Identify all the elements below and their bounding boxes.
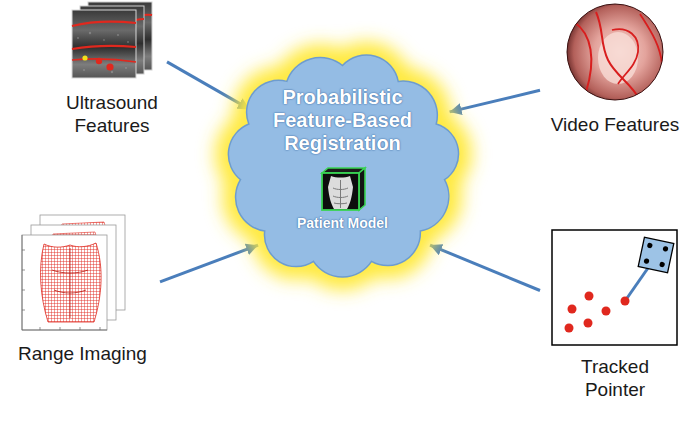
ultrasound-source: Ultrasound Features bbox=[57, 0, 167, 138]
video-source: Video Features bbox=[540, 4, 690, 137]
arrow-connector bbox=[450, 90, 540, 112]
pointer-source: Tracked Pointer bbox=[540, 228, 690, 402]
arrow-connector bbox=[430, 245, 540, 290]
node-label: Range Imaging bbox=[5, 343, 160, 366]
endoscope-video-image bbox=[567, 4, 663, 100]
cloud-title: Probabilistic Feature-Based Registration bbox=[253, 86, 433, 155]
cloud-outline bbox=[215, 38, 470, 293]
registration-cloud: Probabilistic Feature-Based Registration… bbox=[215, 38, 470, 293]
patient-model: Patient Model bbox=[288, 166, 398, 232]
tracked-pointer-image bbox=[552, 230, 677, 345]
ultrasound-image bbox=[72, 2, 152, 78]
node-label: Ultrasound Features bbox=[57, 92, 167, 138]
range-image bbox=[22, 215, 125, 330]
range-source: Range Imaging bbox=[5, 213, 160, 366]
node-label: Patient Model bbox=[288, 215, 398, 232]
arrow-connector bbox=[160, 245, 258, 282]
node-label: Video Features bbox=[540, 114, 690, 137]
patient-model-cube bbox=[319, 166, 367, 212]
node-label: Tracked Pointer bbox=[569, 356, 661, 402]
